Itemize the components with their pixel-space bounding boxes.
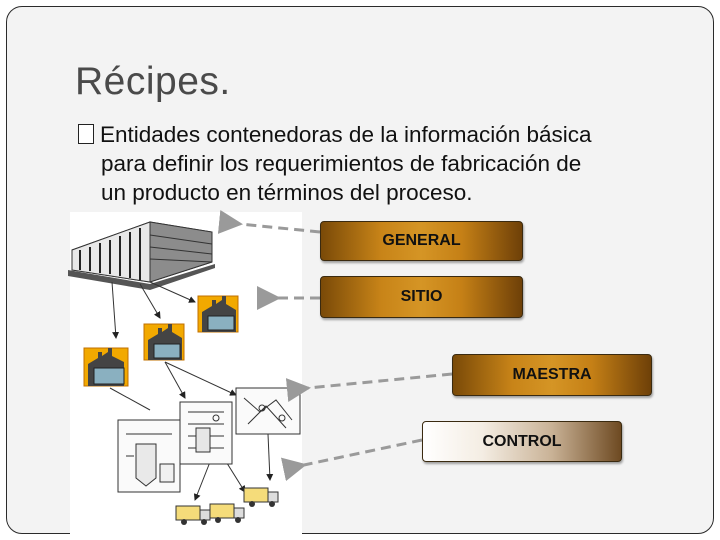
factory-icon <box>83 347 129 387</box>
slide-title: Récipes. <box>75 60 231 103</box>
arrow-maestra <box>285 372 453 402</box>
factory-icon <box>143 323 185 361</box>
level-control-box: CONTROL <box>422 421 622 462</box>
bullet-text: Entidades contenedoras de la información… <box>78 120 698 207</box>
factory-icon <box>197 295 239 333</box>
bullet-line-1: Entidades contenedoras de la información… <box>100 122 592 147</box>
delivery-truck-icon <box>209 503 245 523</box>
process-schematic-icon <box>235 387 301 435</box>
level-sitio-box: SITIO <box>320 276 523 318</box>
level-maestra-box: MAESTRA <box>452 354 652 396</box>
headquarters-building-icon <box>68 221 215 290</box>
level-general-box: GENERAL <box>320 221 523 261</box>
delivery-truck-icon <box>243 487 279 507</box>
arrow-general <box>217 209 321 234</box>
process-schematic-icon <box>117 419 181 493</box>
bullet-box-icon <box>78 124 94 144</box>
level-sitio-label: SITIO <box>400 288 443 305</box>
bullet-line-3: un producto en términos del proceso. <box>101 180 473 205</box>
delivery-truck-icon <box>175 505 211 525</box>
level-control-label: CONTROL <box>482 432 562 450</box>
level-maestra-label: MAESTRA <box>512 366 592 383</box>
process-schematic-icon <box>179 401 233 465</box>
level-general-label: GENERAL <box>382 232 461 249</box>
arrow-control <box>280 438 423 482</box>
bullet-line-2: para definir los requerimientos de fabri… <box>101 151 582 176</box>
